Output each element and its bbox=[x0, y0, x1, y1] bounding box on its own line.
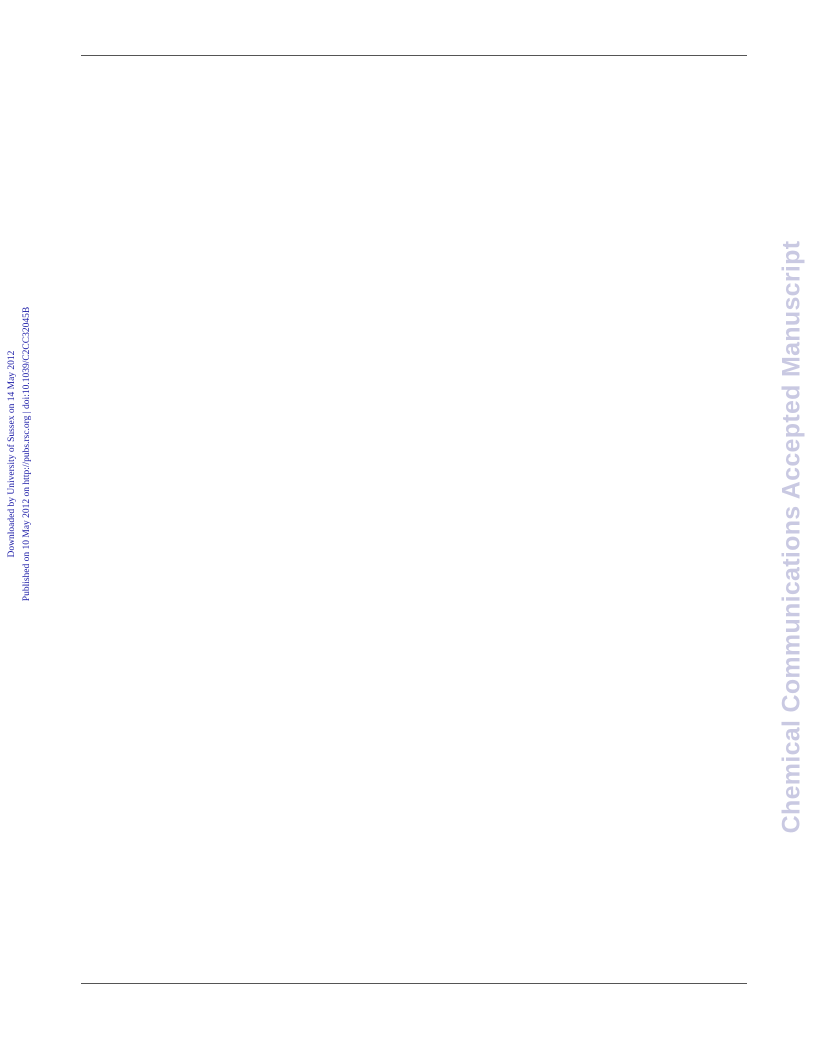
download-line: Downloaded by University of Sussex on 14… bbox=[7, 350, 17, 558]
download-info: Downloaded by University of Sussex on 14… bbox=[5, 284, 35, 624]
header-rule bbox=[81, 55, 747, 56]
footer-rule bbox=[81, 983, 747, 984]
publication-line[interactable]: Published on 10 May 2012 on http://pubs.… bbox=[22, 306, 32, 602]
accepted-manuscript-watermark: Chemical Communications Accepted Manuscr… bbox=[777, 240, 806, 834]
